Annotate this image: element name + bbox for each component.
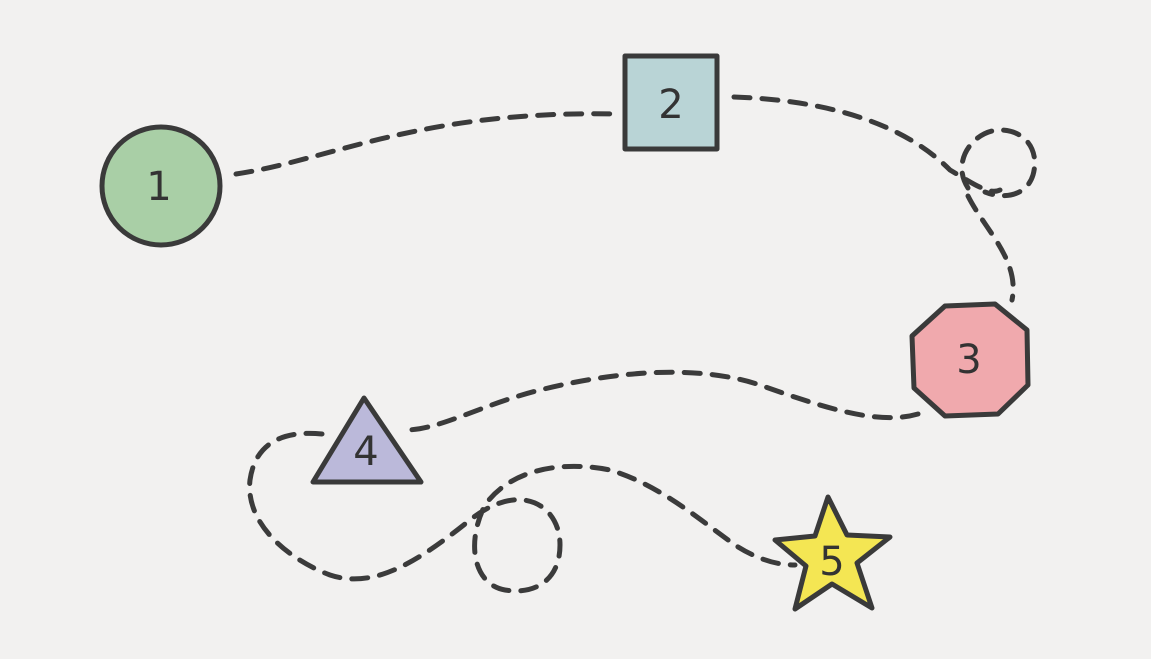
node-1: 1 (99, 124, 223, 248)
octagon-node-3 (909, 301, 1031, 419)
node-2-label: 2 (658, 82, 683, 128)
node-1-label: 1 (146, 164, 171, 210)
node-2: 2 (622, 53, 720, 152)
node-5: 5 (772, 494, 893, 612)
path-segment-4-5 (247, 430, 798, 594)
square-node-2 (622, 53, 720, 152)
dashed-path (233, 94, 1038, 594)
path-loop-top-right (959, 127, 1038, 199)
path-segment-3-4 (402, 369, 921, 433)
star-node-5 (772, 494, 893, 612)
node-4: 4 (310, 395, 424, 485)
node-3-label: 3 (956, 337, 981, 383)
triangle-node-4 (310, 395, 424, 485)
circle-node-1 (99, 124, 223, 248)
node-5-label: 5 (819, 539, 844, 585)
path-segment-1-2 (233, 111, 618, 177)
node-3: 3 (909, 301, 1031, 419)
path-segment-2-3 (731, 94, 1016, 303)
node-4-label: 4 (353, 429, 378, 475)
